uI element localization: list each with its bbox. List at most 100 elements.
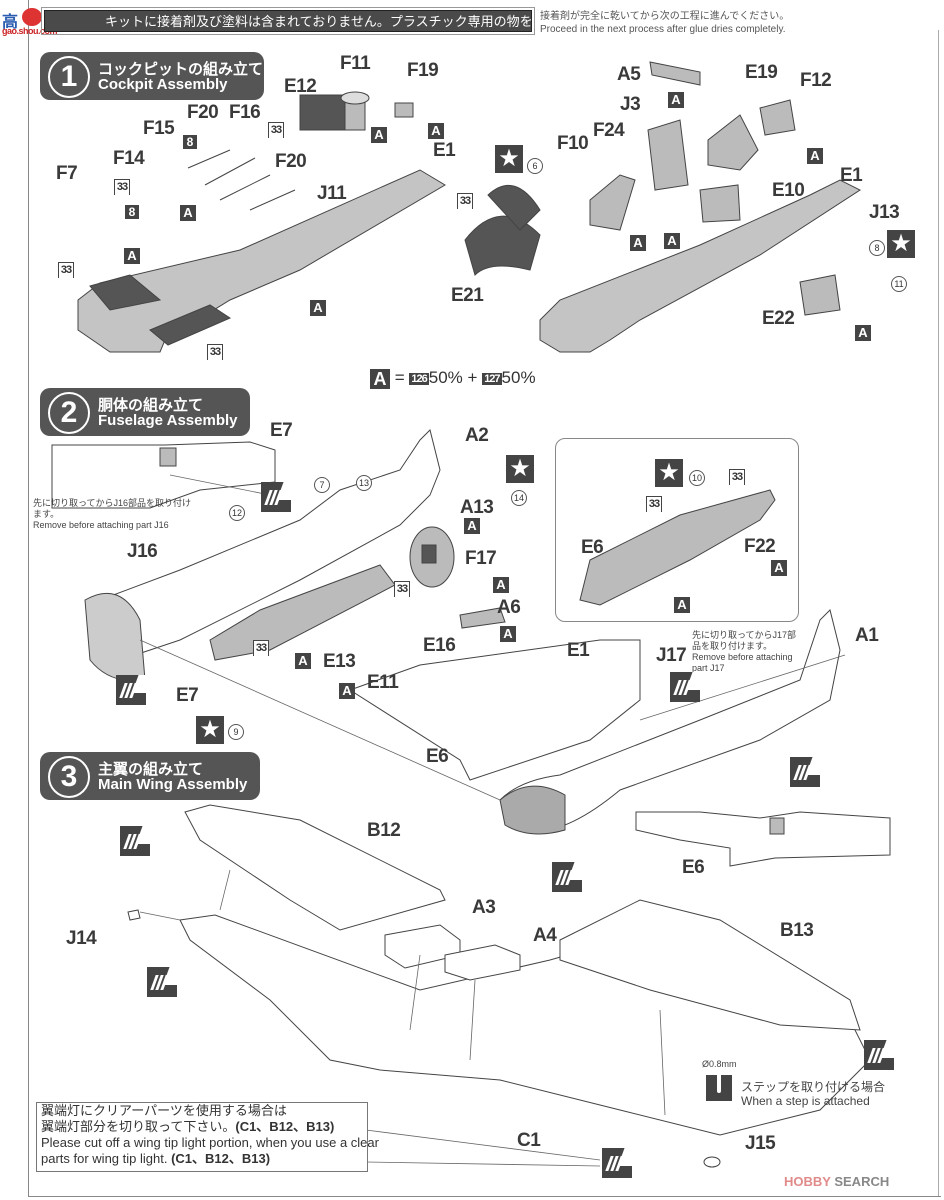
part-label: E16 (423, 635, 456, 656)
logo-char-1: 高 (2, 14, 19, 31)
decal-number: 6 (527, 158, 543, 174)
instrument-panel (487, 185, 541, 231)
part-label: B12 (367, 820, 401, 841)
paint-code-8: 8 (125, 205, 139, 219)
part-label: F11 (340, 53, 371, 74)
decal-number: 12 (229, 505, 245, 521)
part-label: F16 (229, 102, 261, 123)
paint-code-a: A (371, 127, 387, 143)
part-a13-paint (421, 544, 437, 564)
part-label: F15 (143, 118, 175, 139)
step-number: 1 (48, 56, 90, 98)
decal-star-icon: ★ (887, 230, 915, 258)
part-label: E21 (451, 285, 484, 306)
part-j15 (703, 1156, 721, 1168)
paint-code-33: 33 (253, 640, 269, 656)
paint-code-33: 33 (457, 193, 473, 209)
decal-star-icon: ★ (196, 716, 224, 744)
step-title-en: Cockpit Assembly (98, 76, 228, 93)
part-label: E13 (323, 651, 356, 672)
cut-off-icon (790, 757, 820, 787)
step-title-en: Fuselage Assembly (98, 412, 238, 429)
part-f19 (394, 102, 414, 118)
part-e22 (799, 274, 841, 316)
wingtip-light-note: 翼端灯にクリアーパーツを使用する場合は 翼端灯部分を切り取って下さい。(C1、B… (36, 1102, 379, 1172)
step-1-header: 1 コックピットの組み立て Cockpit Assembly (40, 52, 264, 100)
paint-code-a: A (630, 235, 646, 251)
part-b13-wing (559, 899, 861, 1031)
paint-code-a: A (674, 597, 690, 613)
part-label: E7 (270, 420, 293, 441)
note-j17: 先に切り取ってからJ17部品を取り付けます。 Remove before att… (692, 630, 797, 673)
decal-number: 11 (891, 276, 907, 292)
part-label: C1 (517, 1130, 541, 1151)
paint-code-a: A (295, 653, 311, 669)
decal-number: 7 (314, 477, 330, 493)
part-label: E6 (682, 857, 705, 878)
part-e21 (464, 215, 541, 276)
step-title-jp: コックピットの組み立て (98, 61, 264, 78)
paint-code-a: A (664, 233, 680, 249)
part-a5 (649, 61, 701, 86)
paint-code-a: A (807, 148, 823, 164)
part-label: F14 (113, 148, 145, 169)
formula-paint-2: 127 (482, 372, 502, 385)
part-f11-top (340, 91, 370, 105)
cut-off-icon (864, 1040, 894, 1070)
decal-number: 9 (228, 724, 244, 740)
decal-star-icon: ★ (655, 459, 683, 487)
part-j3 (647, 119, 689, 191)
paint-code-a: A (771, 560, 787, 576)
part-label: E11 (367, 672, 399, 693)
part-label: E10 (772, 180, 805, 201)
part-label: E1 (840, 165, 863, 186)
logo-subtext: gao.shou.com (2, 26, 58, 36)
step-attach-note: ステップを取り付ける場合 When a step is attached (741, 1080, 886, 1108)
part-e1-e6-assembly (348, 639, 641, 781)
paint-code-a: A (855, 325, 871, 341)
part-a6 (459, 607, 506, 629)
leader-lines (139, 474, 846, 1167)
cut-off-icon (670, 672, 700, 702)
part-e6-flat (635, 811, 891, 867)
step-3-header: 3 主翼の組み立て Main Wing Assembly (40, 752, 260, 800)
part-label: F20 (275, 151, 307, 172)
paint-glue-notice: キットに接着剤及び塗料は含まれておりません。プラスチック専用の物を別にお求め下さ… (41, 7, 535, 35)
step-title-jp: 胴体の組み立て (98, 397, 204, 414)
part-label: J16 (127, 541, 158, 562)
cut-off-icon (602, 1148, 632, 1178)
part-label: J14 (66, 928, 97, 949)
glue-note-jp: 接着剤が完全に乾いてから次の工程に進んでください。 (540, 11, 790, 22)
part-label: B13 (780, 920, 814, 941)
part-label: A5 (617, 64, 641, 85)
part-j14 (127, 909, 141, 921)
paint-code-a: A (124, 248, 140, 264)
cutout-e6 (769, 817, 785, 835)
step-title-jp: 主翼の組み立て (98, 761, 204, 778)
cut-off-icon (116, 675, 146, 705)
paint-code-33: 33 (646, 496, 662, 512)
part-a4 (444, 944, 521, 981)
cutout-e7 (159, 447, 177, 467)
thumbs-up-icon (22, 8, 42, 26)
cockpit-floor-right (539, 179, 862, 353)
paint-area-33-right (149, 304, 232, 346)
part-label: A1 (855, 625, 879, 646)
paint-code-a: A (339, 683, 355, 699)
formula-plus: + (467, 368, 478, 387)
part-label: F12 (800, 70, 832, 91)
hobby-search-watermark: HOBBY SEARCH (784, 1174, 890, 1189)
glue-note-en: Proceed in the next process after glue d… (540, 24, 786, 35)
drill-icon (706, 1075, 732, 1101)
step-title-en: Main Wing Assembly (98, 776, 248, 793)
paint-code-a: A (493, 577, 509, 593)
cut-off-icon (552, 862, 582, 892)
decal-star-icon: ★ (495, 145, 523, 173)
part-label: F19 (407, 60, 439, 81)
paint-code-a: A (428, 123, 444, 139)
part-label: J11 (317, 183, 347, 204)
step-number: 2 (48, 392, 90, 434)
paint-code-a: A (310, 300, 326, 316)
paint-code-33: 33 (729, 469, 745, 485)
